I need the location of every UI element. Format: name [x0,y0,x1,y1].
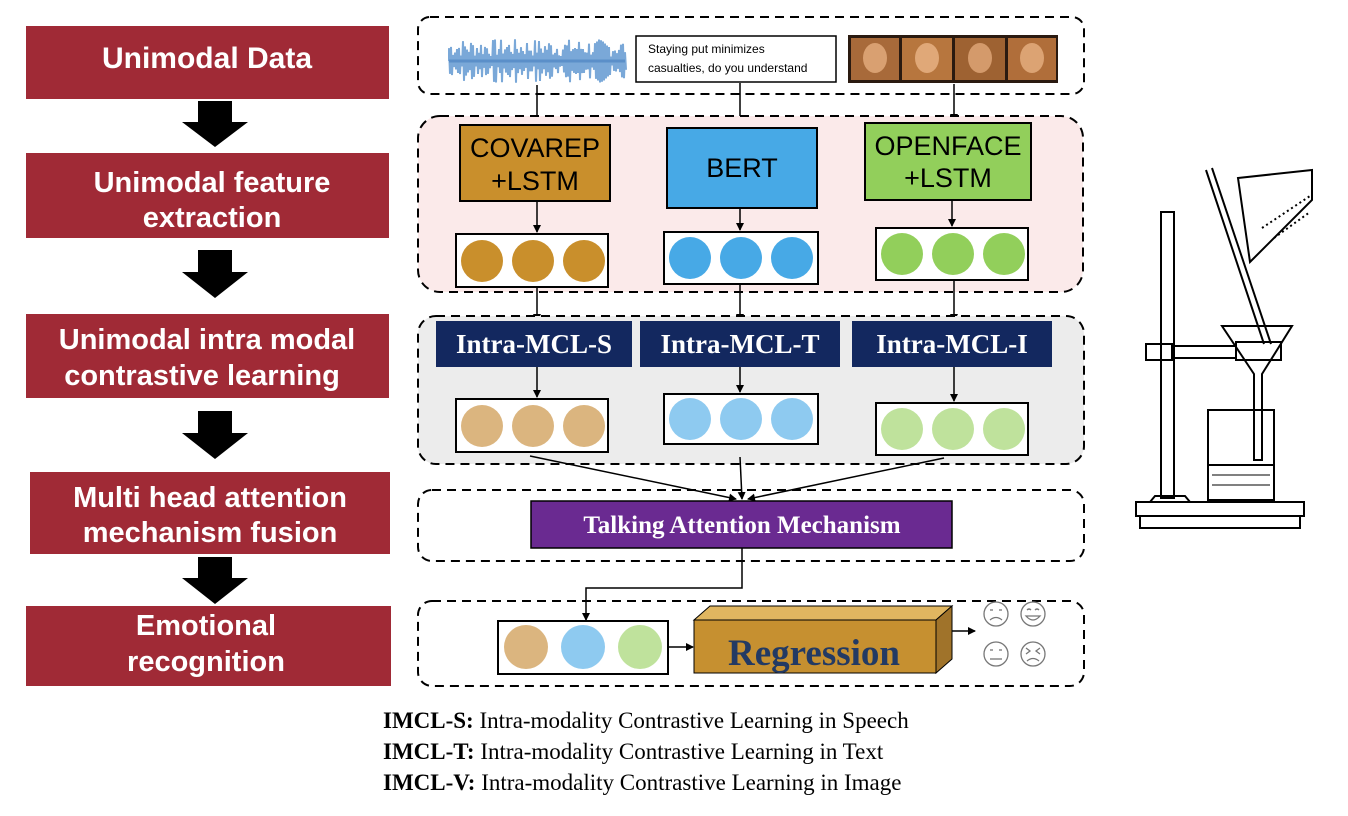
fusion-output-arrow [582,548,743,621]
stage-1-label: Unimodal Data [102,42,312,75]
stage-4-box: Multi head attention mechanism fusion [30,472,390,554]
bert-box: BERT [666,127,818,209]
text-input-box: Staying put minimizes casualties, do you… [635,35,837,83]
stage-1-box: Unimodal Data [26,26,389,99]
fusion-input-arrows [529,455,945,502]
legend-line-imcl-s: IMCL-S: Intra-modality Contrastive Learn… [383,708,909,734]
image-contrastive-vector [875,402,1029,456]
legend-abbr: IMCL-V: [383,770,476,795]
text-snippet-line2: casualties, do you understand [648,61,807,75]
smile-face-icon [1020,601,1046,627]
image-feature-vector [875,227,1029,281]
legend-text: Intra-modality Contrastive Learning in T… [474,739,884,764]
audio-waveform-icon [447,36,627,86]
text-contrastive-vector [663,393,819,445]
intra-mcl-s-label: Intra-MCL-S [456,329,612,359]
stage-2-label-line2: extraction [143,202,282,234]
stage-3-label-line2: contrastive learning [64,360,340,392]
stage-5-label-line2: recognition [127,646,285,678]
talking-attention-label: Talking Attention Mechanism [583,512,900,539]
stage-3-label-line1: Unimodal intra modal [59,324,355,356]
intra-mcl-i-label: Intra-MCL-I [876,329,1027,359]
talking-attention-box: Talking Attention Mechanism [530,500,953,549]
openface-label-line2: +LSTM [904,163,992,193]
intra-arrows [533,367,958,402]
stage-5-label-line1: Emotional [136,610,276,642]
stage-4-label-line2: mechanism fusion [83,517,338,549]
down-arrow-icon [182,250,248,298]
down-arrow-icon [182,101,248,147]
text-snippet-line1: Staying put minimizes [648,42,765,56]
bert-label: BERT [706,153,778,183]
intra-mcl-s-box: Intra-MCL-S [436,321,632,367]
regression-box: Regression [692,604,954,675]
legend-abbr: IMCL-T: [383,739,475,764]
regression-label: Regression [728,633,900,674]
speech-feature-vector [455,233,609,288]
covarep-label-line2: +LSTM [491,166,579,196]
legend-abbr: IMCL-S: [383,708,474,733]
sad-face-icon [983,601,1009,627]
text-feature-vector [663,231,819,285]
lab-funnel-stand-icon [1135,167,1313,529]
legend-text: Intra-modality Contrastive Learning in I… [475,770,902,795]
speech-contrastive-vector [455,398,609,453]
legend-text: Intra-modality Contrastive Learning in S… [473,708,909,733]
intra-mcl-i-box: Intra-MCL-I [852,321,1052,367]
stage-3-box: Unimodal intra modal contrastive learnin… [26,314,389,398]
feature-to-intra-arrows [533,280,958,322]
legend-line-imcl-v: IMCL-V: Intra-modality Contrastive Learn… [383,770,901,796]
intra-mcl-t-label: Intra-MCL-T [661,329,820,359]
video-frames-icon [848,35,1058,83]
recognition-panel [417,600,1085,687]
stage-5-box: Emotional recognition [26,606,391,686]
fused-feature-vector [497,620,669,675]
legend-line-imcl-t: IMCL-T: Intra-modality Contrastive Learn… [383,739,883,765]
covarep-label-line1: COVAREP [470,133,600,163]
down-arrow-icon [182,557,248,604]
intra-mcl-t-box: Intra-MCL-T [640,321,840,367]
down-arrow-icon [182,411,248,459]
stage-flow-arrows [182,101,248,604]
stage-4-label-line1: Multi head attention [73,482,347,514]
input-panel [417,16,1085,95]
openface-lstm-box: OPENFACE +LSTM [864,122,1032,201]
extractor-arrows [533,200,956,233]
stage-2-box: Unimodal feature extraction [26,153,389,238]
stage-2-label-line1: Unimodal feature [94,167,331,199]
neutral-face-icon [983,641,1009,667]
angry-face-icon [1020,641,1046,667]
emoji-faces-icon [983,601,1046,667]
covarep-lstm-box: COVAREP +LSTM [459,124,611,202]
fusion-panel [417,489,1085,562]
openface-label-line1: OPENFACE [874,131,1021,161]
